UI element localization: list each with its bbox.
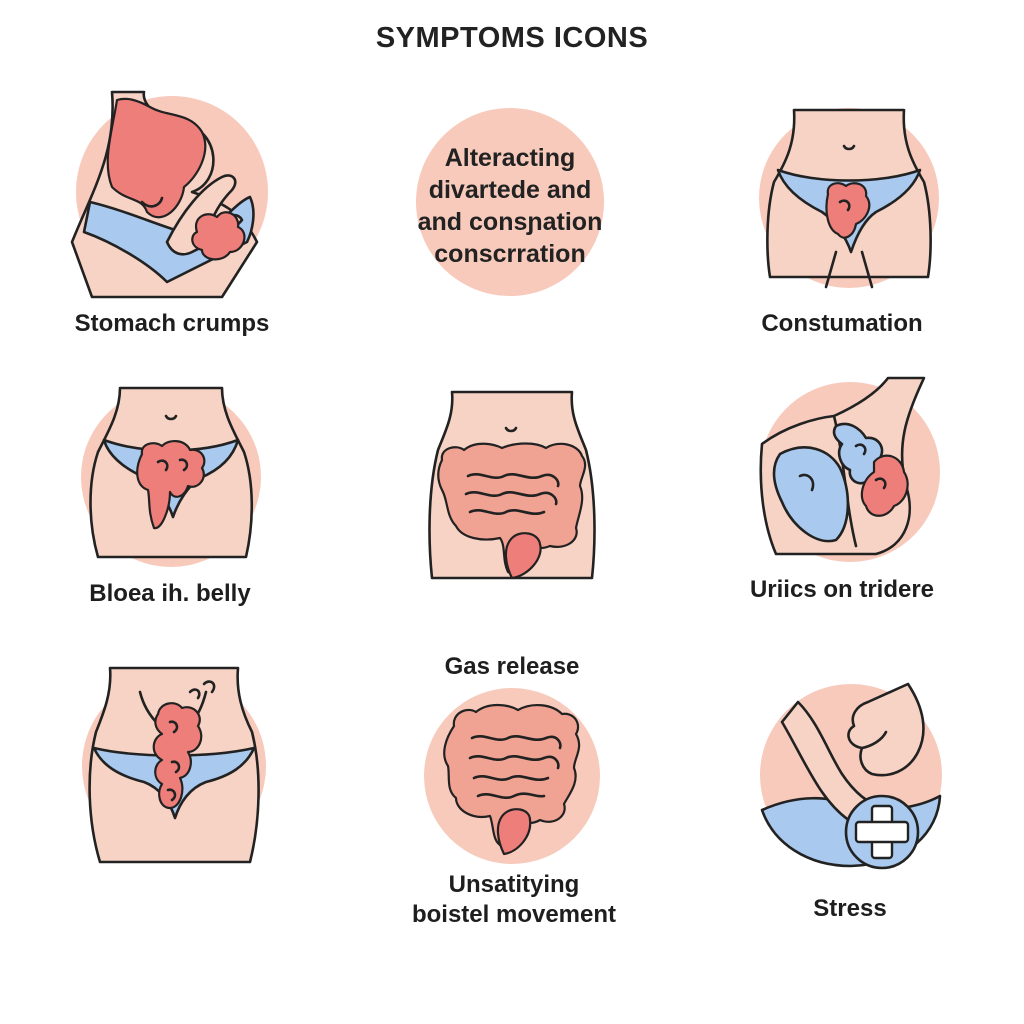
text-circle-icon: [414, 106, 606, 298]
lower-torso-gas-icon: [80, 662, 268, 874]
symptom-bubble-text: Alteracting divartede and and consɲation…: [390, 142, 630, 270]
symptom-label-gas-release: Gas release: [444, 653, 580, 680]
label-line: Unsatitying: [448, 871, 580, 898]
page-title: SYMPTOMS ICONS: [375, 22, 649, 54]
hand-on-stomach-icon: [70, 90, 272, 302]
hand-with-plus-icon: [758, 682, 944, 870]
symptom-label-bloated-belly: Bloea ih. belly: [89, 580, 251, 607]
side-body-icon: [756, 376, 944, 568]
symptom-label-uriics: Uriics on tridere: [749, 576, 935, 603]
symptom-label-stress: Stress: [813, 895, 887, 922]
label-line: boistel movement: [411, 901, 617, 928]
symptom-label-unsatisfying-bowel: Unsatitying boistel movement: [364, 870, 664, 930]
bubble-line: and consɲation: [417, 208, 603, 236]
colon-torso-icon: [420, 390, 604, 582]
symptom-label-stomach-crumps: Stomach crumps: [74, 310, 270, 337]
symptom-label-constumation: Constumation: [761, 310, 923, 337]
bubble-line: divartede and: [428, 176, 592, 204]
large-intestine-icon: [418, 686, 606, 866]
bubble-line: Alteracting: [444, 144, 576, 172]
bloated-belly-icon: [78, 382, 264, 572]
lower-torso-intestine-icon: [756, 102, 942, 294]
bubble-line: conscrration: [434, 240, 586, 268]
